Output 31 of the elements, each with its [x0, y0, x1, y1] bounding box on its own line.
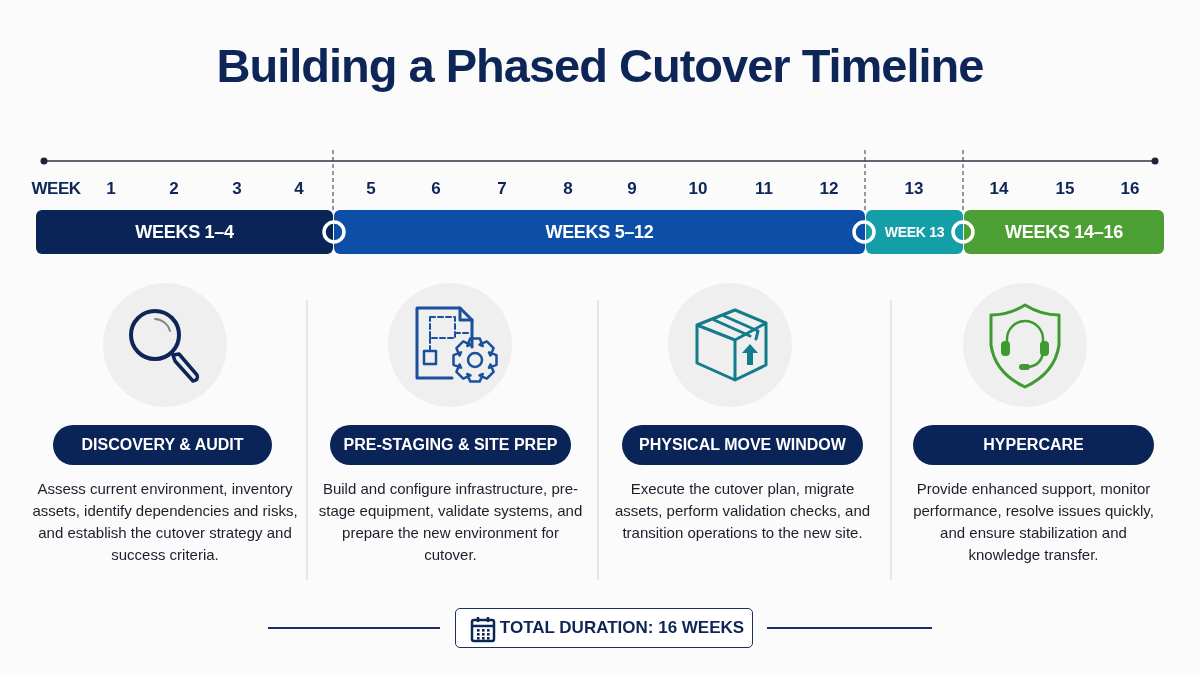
phase-description: Assess current environment, inventory assets, identify dependencies and risks, and establish the cutover strategy and success criteria.: [31, 479, 299, 565]
total-duration-box: TOTAL DURATION: 16 WEEKS: [455, 608, 753, 648]
week-number: 1: [106, 179, 116, 199]
phase-bar: WEEKS 14–16: [964, 210, 1164, 254]
title: Building a Phased Cutover Timeline: [215, 38, 985, 93]
week-number: 11: [755, 179, 773, 199]
phase-description: Execute the cutover plan, migrate assets, perform validation checks, and transition operations to the new site.: [613, 479, 872, 543]
phase-heading: HYPERCARE: [913, 425, 1154, 465]
phase-bar: WEEKS 1–4: [36, 210, 333, 254]
week-number: 16: [1120, 179, 1140, 199]
week-number: 7: [497, 179, 507, 199]
week-number: 9: [627, 179, 637, 199]
week-number: 12: [819, 179, 839, 199]
week-number: 3: [232, 179, 242, 199]
week-number: 10: [688, 179, 708, 199]
phase-description: Provide enhanced support, monitor performance, resolve issues quickly, and ensure stabilization and knowledge transfer.: [912, 479, 1155, 565]
phase-heading: PHYSICAL MOVE WINDOW: [622, 425, 863, 465]
week-number: 4: [294, 179, 304, 199]
week-number: 6: [431, 179, 441, 199]
phase-bar: WEEKS 5–12: [334, 210, 865, 254]
axis-label: WEEK: [31, 179, 81, 199]
phase-bar: WEEK 13: [866, 210, 963, 254]
phase-description: Build and configure infrastructure, pre-stage equipment, validate systems, and prepare the new environment for cutover.: [318, 479, 583, 565]
week-number: 5: [366, 179, 376, 199]
week-number: 8: [563, 179, 573, 199]
week-number: 14: [989, 179, 1009, 199]
phase-heading: PRE-STAGING & SITE PREP: [330, 425, 571, 465]
phase-heading: DISCOVERY & AUDIT: [53, 425, 272, 465]
week-number: 15: [1055, 179, 1075, 199]
week-number: 13: [904, 179, 924, 199]
week-number: 2: [169, 179, 179, 199]
